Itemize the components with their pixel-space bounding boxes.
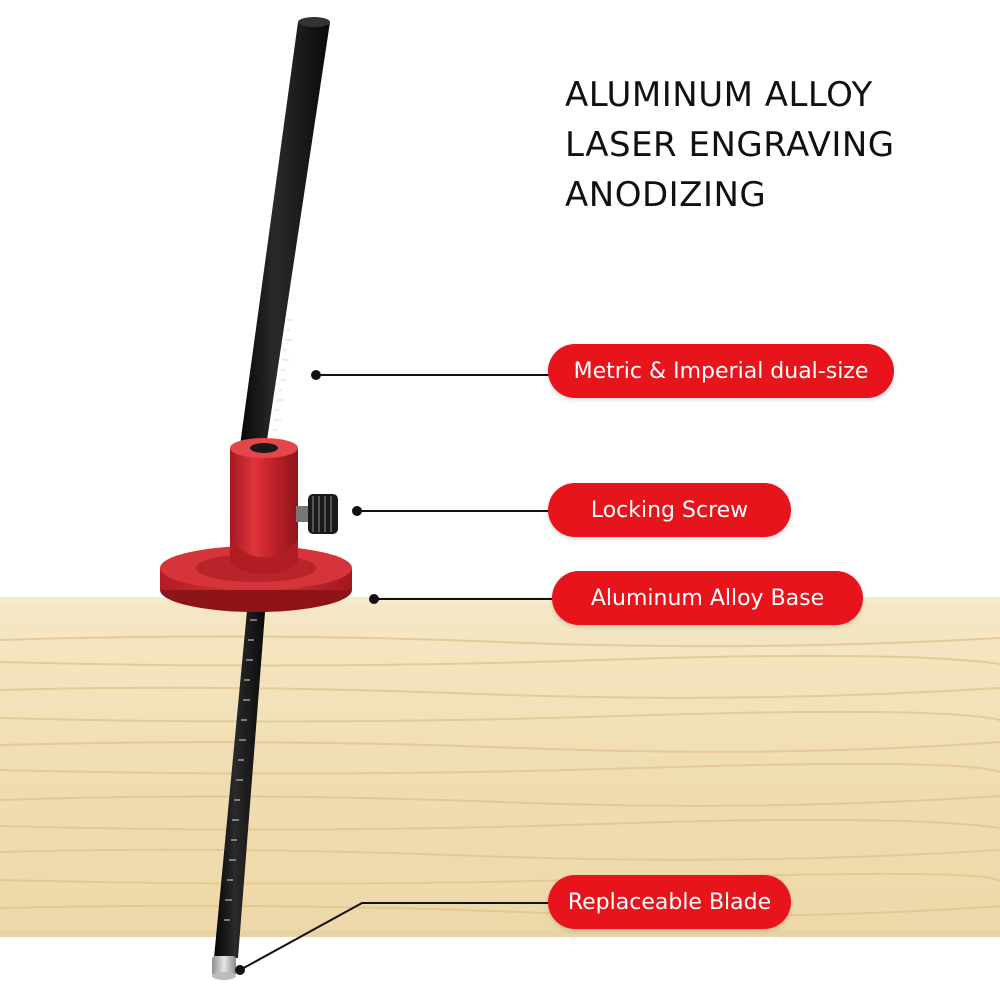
feature-line: LASER ENGRAVING [565,125,895,165]
wood-board [0,597,1000,937]
feature-line: ALUMINUM ALLOY [565,75,873,115]
leader-dot-base [369,594,379,604]
leader-dot-screw [352,506,362,516]
blade-tip [212,956,236,980]
callout-aluminum-base: Aluminum Alloy Base [552,571,863,625]
locking-screw [296,494,338,534]
callout-dots [235,370,379,975]
callout-leaders [239,374,554,971]
callout-replaceable-blade: Replaceable Blade [548,875,791,929]
scale-rod [214,17,330,958]
red-collar [230,438,298,575]
feature-line: ANODIZING [565,175,767,215]
callout-locking-screw: Locking Screw [548,483,791,537]
callout-metric-imperial: Metric & Imperial dual-size [548,344,894,398]
leader-dot-scale [311,370,321,380]
leader-line-blade [239,902,550,971]
feature-list: ALUMINUM ALLOY LASER ENGRAVING ANODIZING [565,70,895,220]
leader-dot-blade [235,965,245,975]
